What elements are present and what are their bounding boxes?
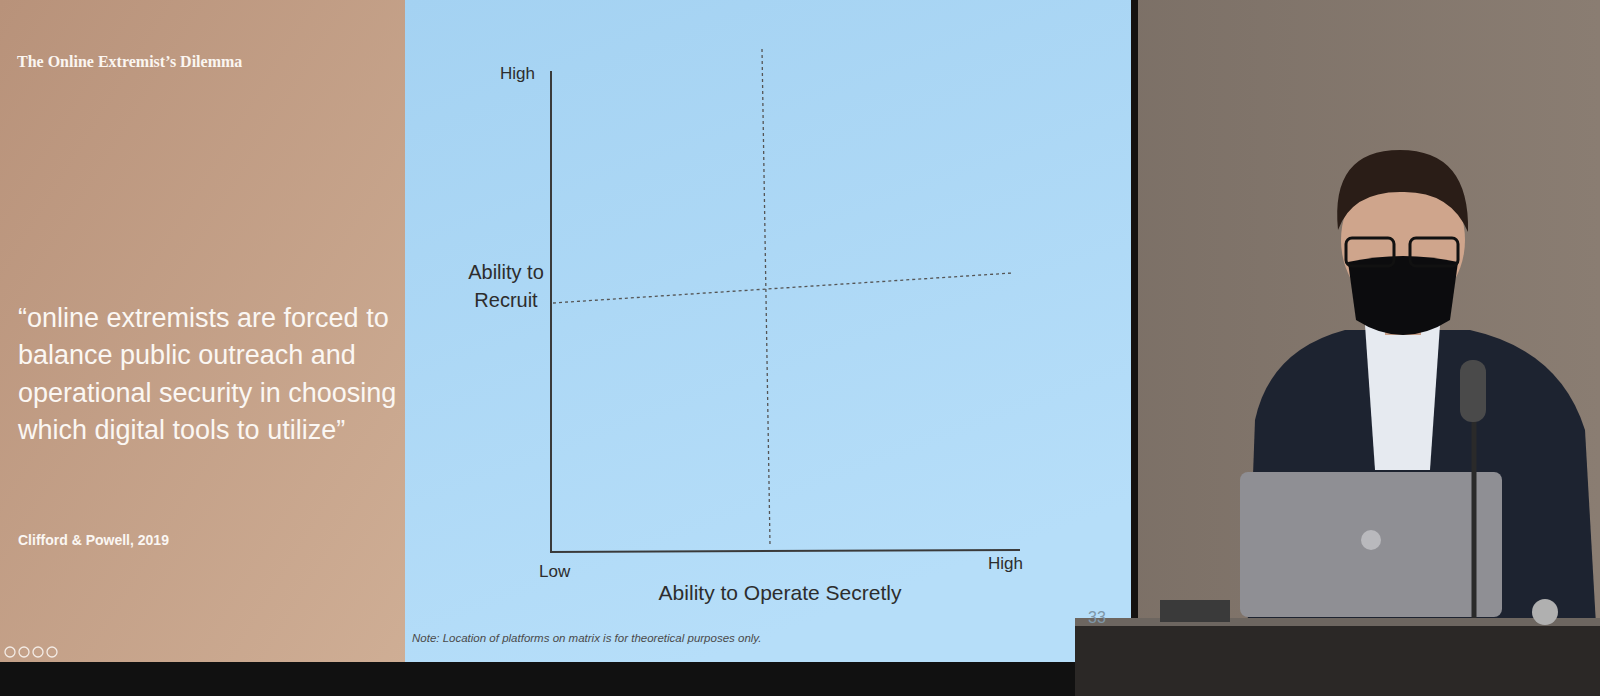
footnote: Note: Location of platforms on matrix is… xyxy=(412,632,761,646)
chart-slide-panel xyxy=(405,0,1131,665)
stage-edge xyxy=(0,662,1140,696)
axis-end-label: High xyxy=(988,554,1023,574)
axis-end-label: High xyxy=(500,64,535,84)
citation: Clifford & Powell, 2019 xyxy=(18,532,169,549)
x-axis-title: Ability to Operate Secretly xyxy=(620,580,940,605)
y-axis-title: Ability to Recruit xyxy=(467,258,545,314)
presenter-figure xyxy=(1075,150,1600,696)
viewer-controls xyxy=(5,647,57,657)
left-slide-panel xyxy=(0,0,412,665)
quote-text: “online extremists are forced to balance… xyxy=(18,300,398,449)
quadrant-axes xyxy=(550,49,1020,553)
slide-number: 33 xyxy=(1088,608,1106,627)
axis-end-label: Low xyxy=(539,562,570,582)
slide-title: The Online Extremist’s Dilemma xyxy=(17,52,242,71)
